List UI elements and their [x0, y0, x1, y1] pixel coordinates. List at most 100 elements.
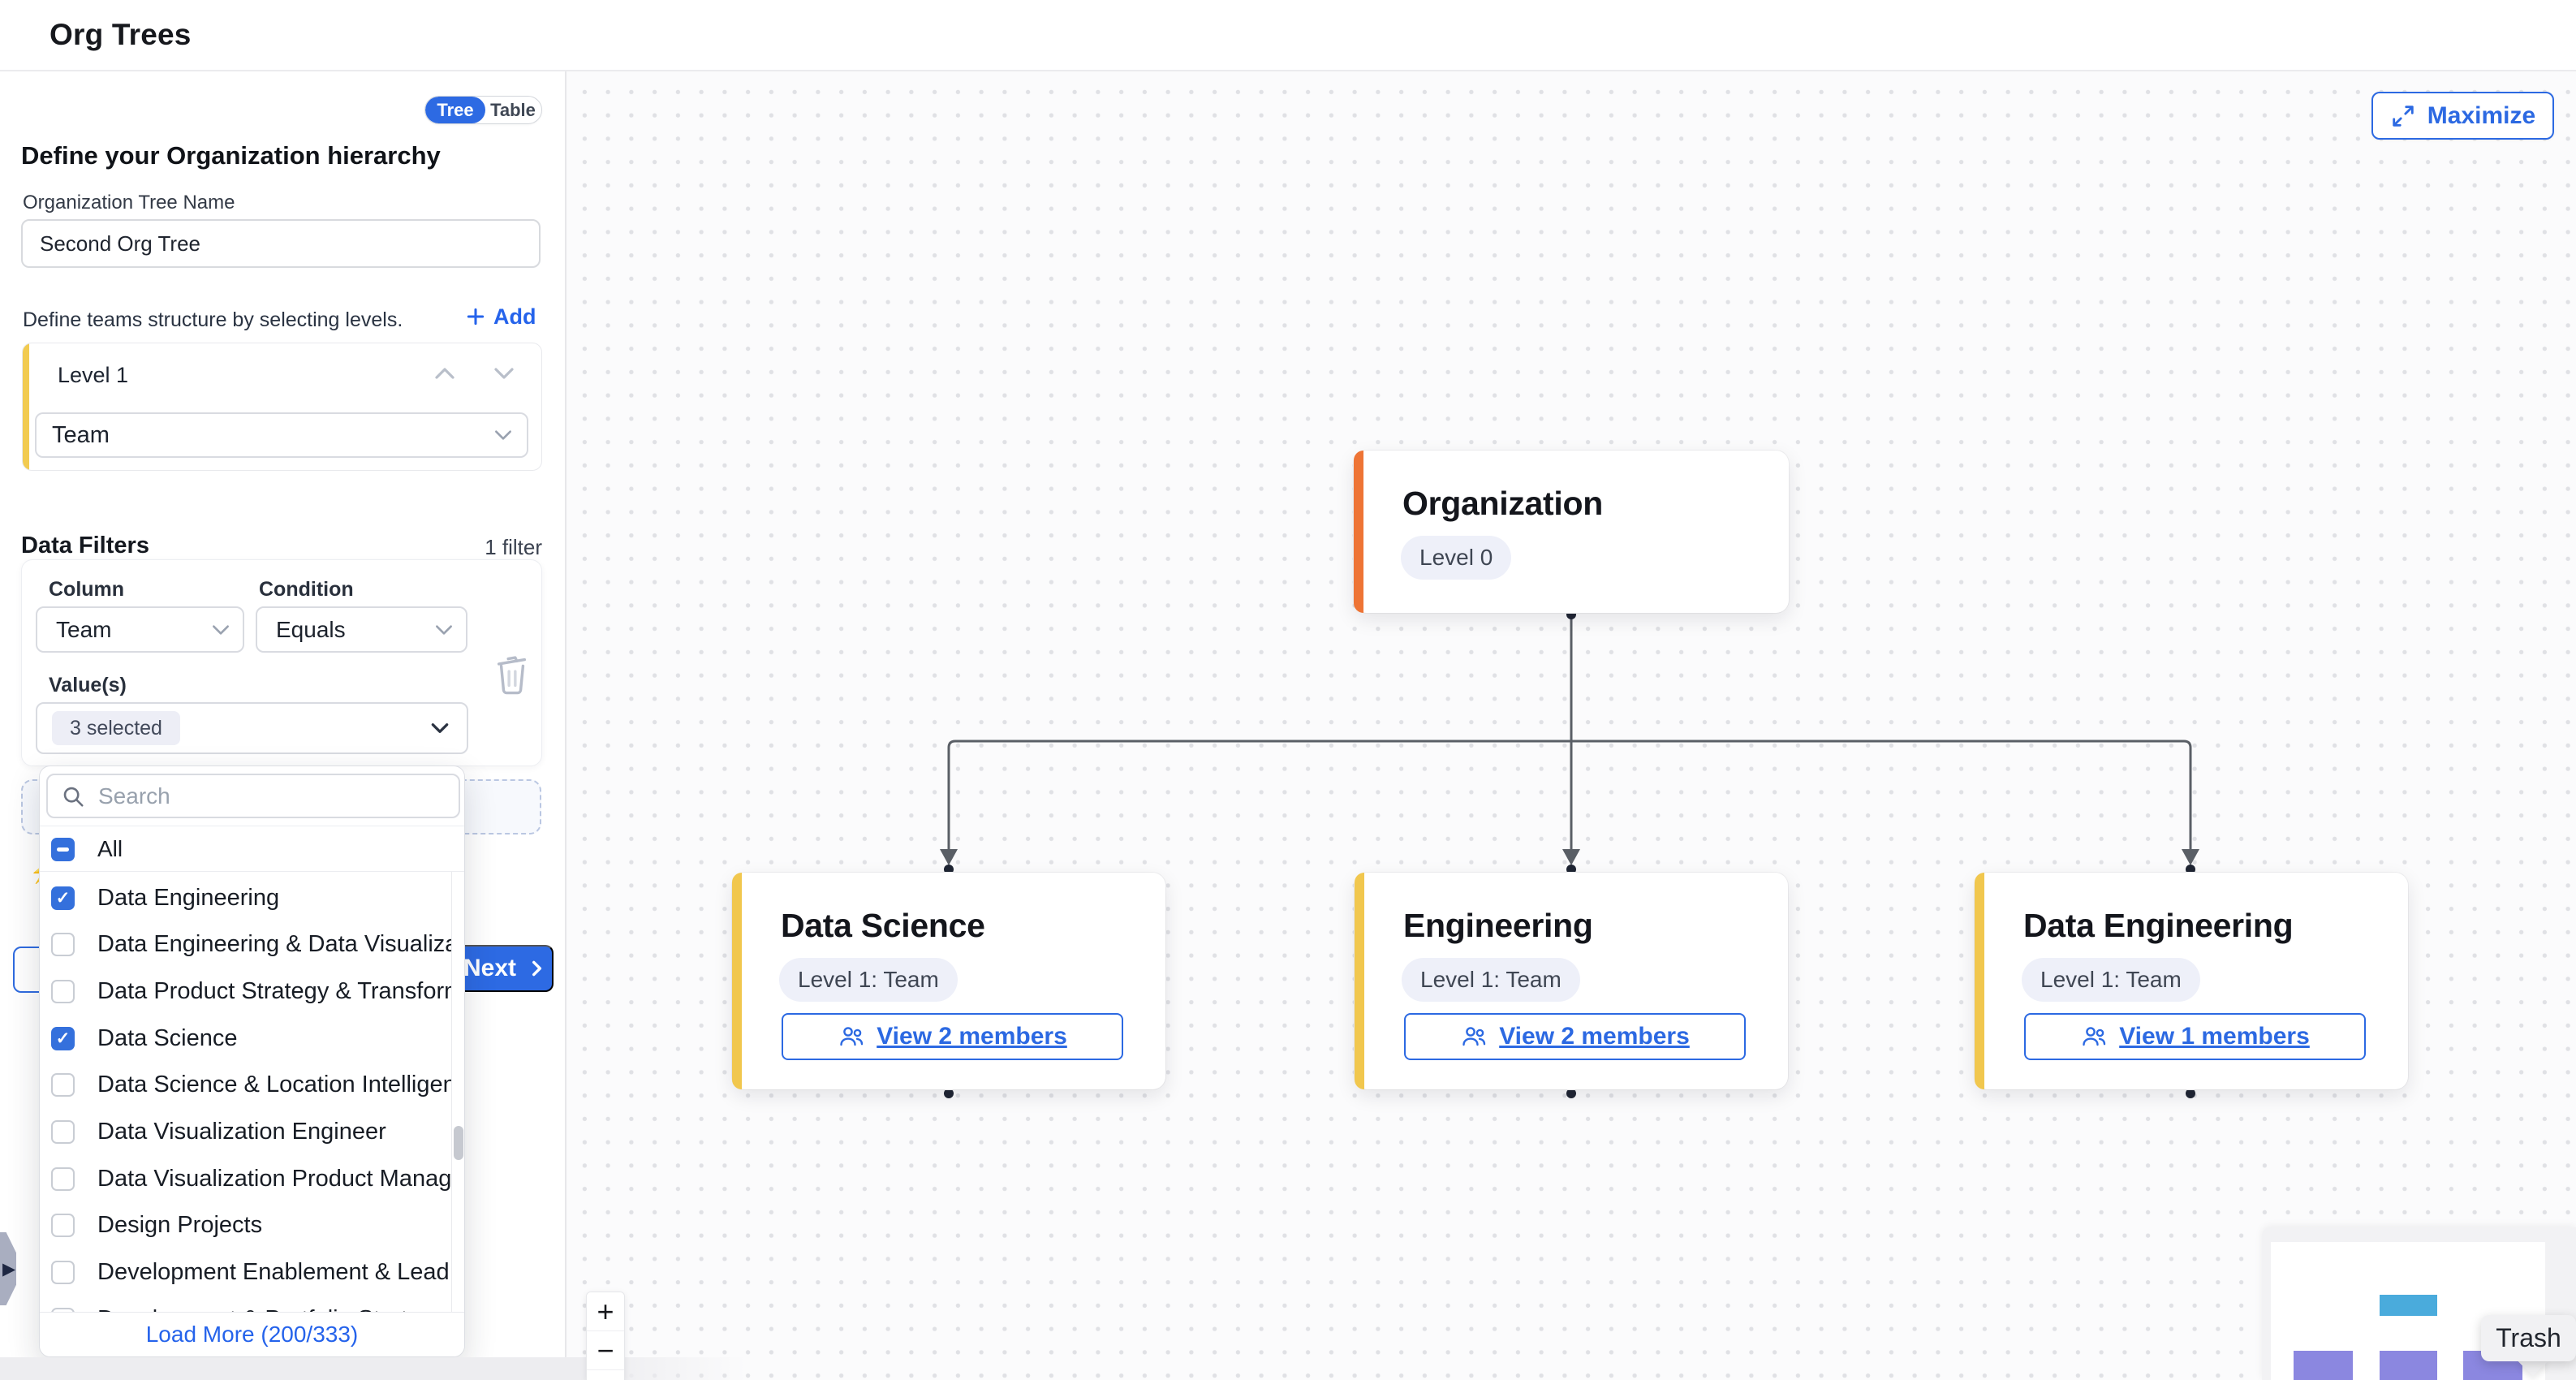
view-members-label: View 1 members — [2119, 1023, 2310, 1050]
zoom-out-button[interactable]: − — [587, 1331, 624, 1370]
org-node-engineering[interactable]: Engineering Level 1: Team View 2 members — [1355, 873, 1788, 1089]
view-members-button[interactable]: View 2 members — [1404, 1013, 1746, 1060]
option-label: Data Science & Location Intelligence — [97, 1072, 452, 1098]
expand-icon — [2393, 105, 2414, 127]
people-icon — [2083, 1027, 2106, 1046]
option-label: Data Visualization Product Managem... — [97, 1165, 452, 1192]
level-type-value: Team — [52, 421, 110, 448]
tree-name-label: Organization Tree Name — [23, 192, 235, 213]
selected-count-chip: 3 selected — [52, 711, 180, 745]
zoom-in-button[interactable]: + — [587, 1292, 624, 1331]
levels-hint: Define teams structure by selecting leve… — [23, 308, 403, 331]
level-accent-bar — [23, 343, 29, 470]
org-node-root[interactable]: Organization Level 0 — [1354, 451, 1789, 613]
node-accent-bar — [1975, 873, 1984, 1089]
unchecked-checkbox[interactable] — [51, 1167, 75, 1191]
search-icon — [63, 787, 84, 807]
page-title: Org Trees — [50, 18, 192, 51]
unchecked-checkbox[interactable] — [51, 979, 75, 1003]
view-members-button[interactable]: View 1 members — [2024, 1013, 2366, 1060]
list-item[interactable]: Data Engineering — [40, 874, 450, 921]
unchecked-checkbox[interactable] — [51, 1307, 75, 1313]
org-node-data-engineering[interactable]: Data Engineering Level 1: Team View 1 me… — [1975, 873, 2408, 1089]
node-level-badge: Level 1: Team — [2022, 958, 2200, 1002]
list-item[interactable]: Data Product Strategy & Transformat... — [40, 968, 451, 1015]
node-title: Organization — [1402, 485, 1603, 522]
node-accent-bar — [1355, 873, 1364, 1089]
view-members-label: View 2 members — [877, 1023, 1067, 1050]
filter-condition-value: Equals — [276, 616, 346, 642]
toggle-table[interactable]: Table — [490, 99, 536, 120]
filter-values-select[interactable]: 3 selected — [36, 702, 468, 754]
load-more-button[interactable]: Load More (200/333) — [40, 1312, 464, 1356]
unchecked-checkbox[interactable] — [51, 1261, 75, 1285]
select-all-row[interactable]: All — [40, 826, 450, 872]
node-level-badge: Level 1: Team — [779, 958, 958, 1002]
list-item[interactable]: Design Projects — [40, 1202, 450, 1249]
add-label: Add — [493, 304, 536, 329]
list-item[interactable]: Data Visualization Product Managem... — [40, 1155, 452, 1202]
list-item[interactable]: Development & Portfolio Strat... — [40, 1296, 450, 1313]
bottom-edge-strip — [0, 1357, 747, 1380]
view-toggle[interactable]: Tree Table — [424, 96, 542, 124]
search-input[interactable]: Search — [46, 774, 460, 818]
unchecked-checkbox[interactable] — [51, 1120, 75, 1144]
option-label: Design Projects — [97, 1212, 263, 1239]
option-label: Data Product Strategy & Transformat... — [97, 977, 451, 1004]
app-header: Org Trees — [0, 0, 2576, 71]
node-level-badge: Level 1: Team — [1402, 958, 1580, 1002]
data-filters-title: Data Filters — [21, 533, 149, 558]
chevron-down-icon — [431, 723, 449, 733]
list-item[interactable]: Data Science & Location Intelligence — [40, 1062, 452, 1109]
panel-heading: Define your Organization hierarchy — [21, 141, 441, 170]
org-tree-canvas[interactable] — [566, 71, 2576, 1380]
org-node-data-science[interactable]: Data Science Level 1: Team View 2 member… — [732, 873, 1165, 1089]
filter-card: Column Condition Team Equals Value(s) 3 … — [21, 559, 542, 766]
filter-column-select[interactable]: Team — [36, 606, 244, 653]
option-label: Data Visualization Engineer — [97, 1119, 386, 1145]
unchecked-checkbox[interactable] — [51, 1214, 75, 1238]
chevron-down-icon — [495, 430, 511, 440]
checked-checkbox[interactable] — [51, 1026, 75, 1050]
level-card[interactable]: Level 1 Team — [22, 343, 542, 471]
condition-label: Condition — [259, 578, 354, 601]
scrollbar-thumb[interactable] — [454, 1126, 463, 1160]
fit-view-button[interactable] — [587, 1370, 624, 1380]
toggle-tree[interactable]: Tree — [425, 97, 485, 123]
tree-name-input[interactable]: Second Org Tree — [21, 219, 541, 268]
move-down-icon[interactable] — [492, 364, 516, 382]
divider — [40, 871, 464, 872]
values-label: Value(s) — [49, 674, 127, 696]
list-item[interactable]: Data Visualization Engineer — [40, 1109, 450, 1156]
node-title: Data Engineering — [2023, 907, 2294, 944]
maximize-label: Maximize — [2427, 101, 2536, 129]
chevron-right-icon — [532, 960, 542, 977]
zoom-controls: + − — [586, 1292, 625, 1380]
view-members-label: View 2 members — [1499, 1023, 1690, 1050]
filter-column-value: Team — [56, 616, 112, 642]
checked-checkbox[interactable] — [51, 886, 75, 910]
plus-icon — [467, 308, 485, 326]
filter-count-badge: 1 filter — [485, 535, 542, 559]
option-label: Data Engineering & Data Visualization — [97, 931, 451, 958]
panel-collapse-handle[interactable] — [0, 1232, 16, 1305]
trash-tooltip: Trash — [2481, 1315, 2576, 1361]
list-item[interactable]: Data Engineering & Data Visualization — [40, 921, 451, 968]
list-item[interactable]: Data Science — [40, 1015, 450, 1062]
select-all-checkbox[interactable] — [51, 837, 75, 861]
node-title: Data Science — [781, 907, 985, 944]
add-level-button[interactable]: Add — [465, 302, 536, 331]
next-label: Next — [463, 955, 517, 981]
level-type-select[interactable]: Team — [35, 412, 528, 458]
delete-filter-icon[interactable] — [493, 653, 531, 695]
maximize-button[interactable]: Maximize — [2371, 92, 2554, 140]
chevron-down-icon — [213, 624, 229, 635]
filter-condition-select[interactable]: Equals — [256, 606, 467, 653]
unchecked-checkbox[interactable] — [51, 933, 75, 957]
view-members-button[interactable]: View 2 members — [782, 1013, 1123, 1060]
chevron-down-icon — [436, 624, 452, 635]
list-item[interactable]: Development Enablement & Lead Ge... — [40, 1249, 451, 1296]
unchecked-checkbox[interactable] — [51, 1073, 75, 1098]
move-up-icon[interactable] — [433, 364, 457, 382]
